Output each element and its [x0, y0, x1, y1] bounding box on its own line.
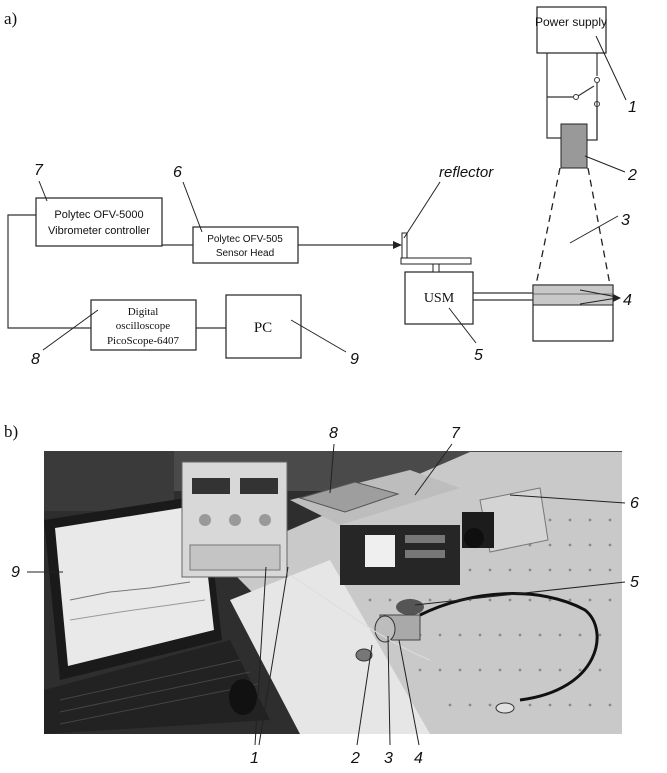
panel-b-label: b): [4, 422, 18, 441]
schematic-number-4: 4: [623, 292, 632, 309]
vibrometer-controller-box: [35, 197, 163, 247]
photo-number-6: 6: [630, 495, 639, 512]
photo-number-5: 5: [630, 574, 639, 591]
photo-number-1: 1: [250, 750, 259, 767]
controller-oscilloscope-cable: [7, 214, 91, 329]
reflector-label: reflector: [439, 164, 494, 181]
usm-label: USM: [424, 291, 455, 306]
schematic-number-5: 5: [474, 347, 483, 364]
sensor-head-line1: Polytec OFV-505: [207, 234, 283, 245]
photo-number-4: 4: [414, 750, 423, 767]
schematic-callouts: 1 2 3 4 5 6 7 8 9: [31, 35, 637, 368]
vibrometer-controller-line2: Vibrometer controller: [48, 225, 150, 237]
acoustic-beam-left: [535, 167, 561, 286]
schematic-number-9: 9: [350, 351, 359, 368]
pc-box: [225, 294, 302, 359]
schematic-number-7: 7: [34, 162, 44, 179]
schematic-number-8: 8: [31, 351, 40, 368]
power-supply-label: Power supply: [535, 15, 607, 29]
schematic-number-6: 6: [173, 164, 182, 181]
photo-number-2: 2: [350, 750, 360, 767]
reflector-stand: [400, 232, 472, 273]
oscilloscope-line2: oscilloscope: [116, 320, 170, 332]
photo-callouts: 1 2 3 4 5 6 7 8 9: [11, 425, 639, 767]
plate-layer: [532, 284, 614, 306]
photo-number-7: 7: [451, 425, 461, 442]
photo-number-3: 3: [384, 750, 393, 767]
vibrometer-controller-line1: Polytec OFV-5000: [54, 209, 143, 221]
sensor-head-line2: Sensor Head: [216, 248, 274, 259]
oscilloscope-line3: PicoScope-6407: [107, 335, 180, 347]
photo-number-8: 8: [329, 425, 338, 442]
oscilloscope-box: [90, 299, 197, 351]
power-supply-box: [536, 6, 607, 54]
schematic-number-2: 2: [627, 167, 637, 184]
pc-label: PC: [254, 320, 272, 336]
schematic-number-3: 3: [621, 212, 630, 229]
photo-number-9: 9: [11, 564, 20, 581]
sensor-head-box: [192, 226, 299, 264]
transducer-element: [560, 123, 588, 169]
acoustic-beam-right: [587, 167, 611, 286]
usm-box: [404, 271, 474, 325]
lab-photo: [44, 451, 622, 734]
panel-a-label: a): [4, 9, 17, 28]
oscilloscope-line1: Digital: [128, 306, 159, 318]
schematic-number-1: 1: [628, 99, 637, 116]
laser-beam-arrowhead: [393, 241, 402, 249]
